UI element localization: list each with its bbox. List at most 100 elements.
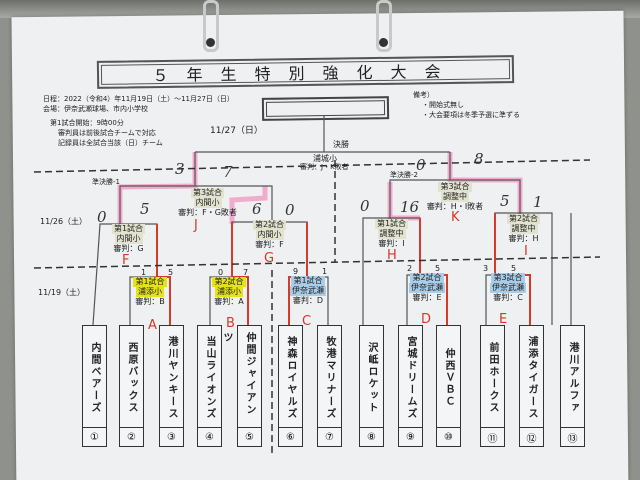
team-name: 内間ベアーズ [89,342,100,414]
match-venue: 調整中 [377,229,406,239]
umpire-note: 審判員は前後試合チームで対応 [58,129,156,137]
team-box: 宮城ドリームズ ⑨ [398,325,423,447]
handwritten-score: 5 [500,192,510,210]
team-number: ⑥ [279,427,302,446]
handwritten-score: 0 [416,156,426,174]
binder-ring-left [203,0,219,52]
team-box: 前田ホークス ⑪ [480,325,505,447]
record-note: 記録員は全試合当該（日）チーム [58,139,163,147]
match-venue: 浦添小 [136,287,164,297]
team-box: 内間ベアーズ ① [82,325,107,447]
score: 1 [141,268,147,277]
first-round-match: 第1試合 伊奈武瀬 審判：D [286,276,330,306]
match-venue: 調整中 [509,224,538,234]
match-number: 第1試合 [291,276,325,286]
match-venue: 伊奈武瀬 [490,283,526,293]
team-name: 仲西ＶＢＣ [443,348,454,408]
team-name: 牧港マリナーズ [324,336,335,420]
team-name: 浦添タイガース [526,336,537,420]
handwritten-score: 16 [400,198,420,216]
score: 5 [511,264,517,273]
score: 9 [293,267,299,276]
match-letter: D [421,312,432,327]
score: 3 [483,264,489,273]
match-letter: H [387,248,397,263]
quarterfinal-match: 第2試合 調整中 審判：H [495,214,552,244]
final-umpire: 審判：J・K敗者 [300,163,349,171]
team-box: 当山ライオンズ ④ [197,325,222,447]
team-box: 神森ロイヤルズ ⑥ [278,325,303,447]
semifinal-2-label: 準決勝-2 [390,171,418,179]
match-letter: F [122,253,130,268]
handwritten-score: 5 [140,200,150,218]
match-umpire: 審判：H・I敗者 [426,202,484,211]
match-umpire: 審判：I [378,239,405,248]
match-number: 第1試合 [133,277,167,287]
team-number: ⑤ [238,427,261,446]
team-box: 仲西ＶＢＣ ⑩ [436,325,461,447]
team-number: ⑧ [360,427,383,446]
score: 1 [322,267,328,276]
final-venue: 浦城小 [313,154,337,163]
remark-item: ・開始式無し [422,101,464,109]
match-venue: 調整中 [441,192,469,202]
team-name: 沢岻ロケット [366,342,377,414]
match-number: 第2試合 [252,220,287,230]
team-number: ④ [198,427,221,446]
team-box: 浦添タイガース ⑫ [519,325,544,447]
match-venue: 内間小 [114,234,143,244]
match-letter: E [499,312,508,327]
match-letter: J [194,218,198,233]
team-name: 前田ホークス [487,342,498,414]
match-letter: B [226,316,235,331]
team-number: ⑨ [399,427,422,446]
quarterfinal-match: 第2試合 内間小 審判：F [232,220,307,250]
team-number: ⑩ [437,427,460,446]
semifinal-1-match: 第3試合 内間小 審判：F・G敗者 [160,188,255,218]
team-box: 仲間ジャイアンツ ⑤ [221,325,262,447]
match-venue: 浦添小 [215,287,243,297]
team-name: 宮城ドリームズ [405,336,416,420]
match-number: 第1試合 [374,219,409,229]
team-name: 当山ライオンズ [204,336,215,420]
team-number: ⑫ [520,427,543,446]
team-name: 仲間ジャイアンツ [221,332,255,416]
quarterfinal-match: 第1試合 内間小 審判：G [100,224,157,254]
final-label: 決勝 [333,140,349,149]
match-letter: K [451,210,460,225]
match-letter: C [302,314,312,329]
team-number: ③ [160,427,183,446]
score: 2 [407,264,413,273]
match-number: 第3試合 [190,188,225,198]
match-umpire: 審判：F・G敗者 [178,208,237,217]
quarterfinal-match: 第1試合 調整中 審判：I [363,219,420,249]
team-number: ⑪ [481,427,504,446]
match-letter: G [264,251,275,266]
match-venue: 伊奈武瀬 [409,283,445,293]
match-umpire: 審判：F [255,240,284,249]
match-number: 第2試合 [506,214,541,224]
match-number: 第1試合 [111,224,146,234]
venue-text: 会場：伊奈武瀬球場、市内小学校 [43,105,148,113]
match-number: 第3試合 [491,273,525,283]
handwritten-score: 6 [252,200,262,218]
handwritten-score: 3 [175,160,185,178]
score: 5 [435,264,441,273]
match-letter: I [524,244,528,259]
team-number: ② [120,427,143,446]
remark-item: ・大会要項は冬季予選に準ずる [422,111,520,119]
match-number: 第2試合 [212,277,246,287]
first-round-match: 第1試合 浦添小 審判：B [130,277,170,307]
team-name: 神森ロイヤルズ [285,336,296,420]
first-round-match: 第2試合 伊奈武瀬 審判：E [405,273,449,303]
date-first-round: 11/19（土） [38,288,86,297]
date-semis: 11/26（土） [40,217,88,226]
team-number: ① [83,427,106,446]
match-number: 第3試合 [438,182,472,192]
match-venue: 伊奈武瀬 [290,286,326,296]
match-umpire: 審判：D [292,296,324,305]
first-round-match: 第3試合 伊奈武瀬 審判：C [484,273,532,303]
